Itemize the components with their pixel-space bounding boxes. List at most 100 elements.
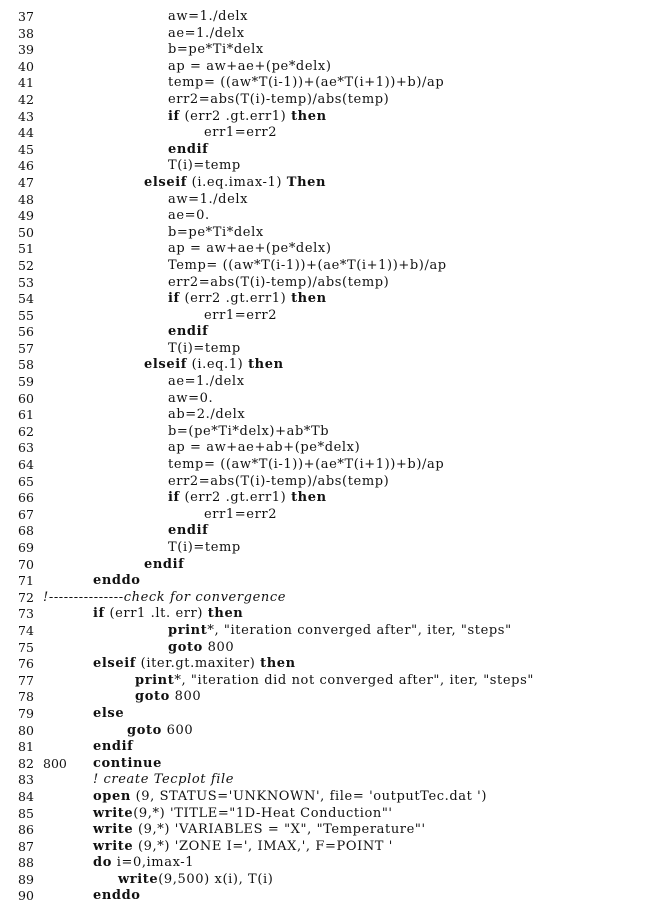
code-text: print*, "iteration did not converged aft… bbox=[135, 672, 534, 688]
line-number: 57 bbox=[18, 340, 34, 356]
line-number: 88 bbox=[18, 855, 34, 871]
line-number: 74 bbox=[18, 622, 34, 638]
line-number: 38 bbox=[18, 25, 34, 41]
line-number: 70 bbox=[18, 556, 34, 572]
code-text: b=pe*Ti*delx bbox=[168, 224, 264, 240]
code-text: continue bbox=[93, 755, 162, 771]
line-number: 75 bbox=[18, 639, 34, 655]
line-number: 87 bbox=[18, 838, 34, 854]
code-line: 44 err1=err2 bbox=[0, 125, 671, 142]
line-number: 69 bbox=[18, 540, 34, 555]
line-number: 50 bbox=[18, 224, 34, 240]
code-text: endif bbox=[168, 141, 209, 157]
code-line: 73 if (err1 .lt. err) then bbox=[0, 606, 671, 623]
code-text: goto 800 bbox=[168, 639, 235, 655]
line-number: 45 bbox=[18, 141, 34, 157]
code-line: 88 do i=0,imax-1 bbox=[0, 855, 671, 872]
line-number: 55 bbox=[18, 307, 34, 323]
code-line: 66 if (err2 .gt.err1) then bbox=[0, 490, 671, 507]
line-number: 62 bbox=[18, 423, 34, 439]
line-number: 65 bbox=[18, 473, 34, 489]
line-number: 66 bbox=[18, 490, 34, 506]
code-line: 38 ae=1./delx bbox=[0, 26, 671, 43]
code-text: T(i)=temp bbox=[168, 158, 241, 174]
code-text: enddo bbox=[93, 573, 141, 589]
code-text: goto 800 bbox=[135, 689, 202, 705]
code-text: err2=abs(T(i)-temp)/abs(temp) bbox=[168, 274, 390, 290]
code-text: ae=1./delx bbox=[168, 25, 245, 41]
code-line: 83! create Tecplot file bbox=[0, 772, 671, 789]
line-number: 89 bbox=[18, 871, 34, 887]
code-text: endif bbox=[168, 523, 209, 539]
code-line: 69 T(i)=temp bbox=[0, 540, 671, 557]
line-number: 53 bbox=[18, 274, 34, 290]
line-number: 68 bbox=[18, 523, 34, 539]
code-text: ae=1./delx bbox=[168, 374, 245, 390]
line-number: 77 bbox=[18, 672, 34, 688]
line-number: 80 bbox=[18, 722, 34, 738]
code-text: ap = aw+ae+ab+(pe*delx) bbox=[168, 440, 361, 456]
code-text: endif bbox=[144, 556, 185, 572]
code-text: ae=0. bbox=[168, 208, 210, 224]
code-text: do i=0,imax-1 bbox=[93, 855, 195, 871]
line-number: 52 bbox=[18, 257, 34, 273]
code-text: ap = aw+ae+(pe*delx) bbox=[168, 241, 332, 257]
code-text: write (9,*) 'VARIABLES = "X", "Temperatu… bbox=[93, 822, 426, 838]
line-number: 73 bbox=[18, 606, 34, 622]
code-comment: ! create Tecplot file bbox=[93, 772, 235, 788]
code-text: b=(pe*Ti*delx)+ab*Tb bbox=[168, 423, 330, 439]
code-text: endif bbox=[168, 324, 209, 340]
code-text: if (err2 .gt.err1) then bbox=[168, 291, 327, 307]
code-line: 65 err2=abs(T(i)-temp)/abs(temp) bbox=[0, 474, 671, 491]
line-number: 64 bbox=[18, 457, 34, 473]
line-number: 90 bbox=[18, 888, 34, 904]
code-line: 54 if (err2 .gt.err1) then bbox=[0, 291, 671, 308]
code-line: 74 print*, "iteration converged after", i… bbox=[0, 623, 671, 640]
code-text: print*, "iteration converged after", ite… bbox=[168, 622, 512, 638]
line-number: 86 bbox=[18, 822, 34, 838]
code-text: err2=abs(T(i)-temp)/abs(temp) bbox=[168, 473, 390, 489]
line-number: 37 bbox=[18, 9, 34, 24]
code-line: 75 goto 800 bbox=[0, 640, 671, 657]
code-text: write(9,500) x(i), T(i) bbox=[118, 871, 274, 887]
code-line: 64 temp= ((aw*T(i-1))+(ae*T(i+1))+b)/ap bbox=[0, 457, 671, 474]
code-text: endif bbox=[93, 739, 134, 755]
line-number: 46 bbox=[18, 158, 34, 174]
line-number: 63 bbox=[18, 440, 34, 456]
code-text: err1=err2 bbox=[204, 125, 278, 141]
code-text: write (9,*) 'ZONE I=', IMAX,', F=POINT ' bbox=[93, 838, 393, 854]
code-text: open (9, STATUS='UNKNOWN', file= 'output… bbox=[93, 788, 488, 804]
code-line: 55 err1=err2 bbox=[0, 308, 671, 325]
code-text: err1=err2 bbox=[204, 307, 278, 323]
line-number: 54 bbox=[18, 291, 34, 307]
line-number: 44 bbox=[18, 125, 34, 141]
line-number: 79 bbox=[18, 705, 34, 721]
code-text: temp= ((aw*T(i-1))+(ae*T(i+1))+b)/ap bbox=[168, 457, 445, 473]
code-line: 72!---------------check for convergence bbox=[0, 590, 671, 607]
code-text: aw=0. bbox=[168, 390, 214, 406]
code-text: T(i)=temp bbox=[168, 540, 241, 555]
code-text: elseif (i.eq.imax-1) Then bbox=[144, 174, 327, 190]
code-text: if (err2 .gt.err1) then bbox=[168, 490, 327, 506]
code-text: if (err1 .lt. err) then bbox=[93, 606, 244, 622]
code-comment: !---------------check for convergence bbox=[43, 589, 287, 605]
statement-label: 800 bbox=[43, 755, 67, 771]
